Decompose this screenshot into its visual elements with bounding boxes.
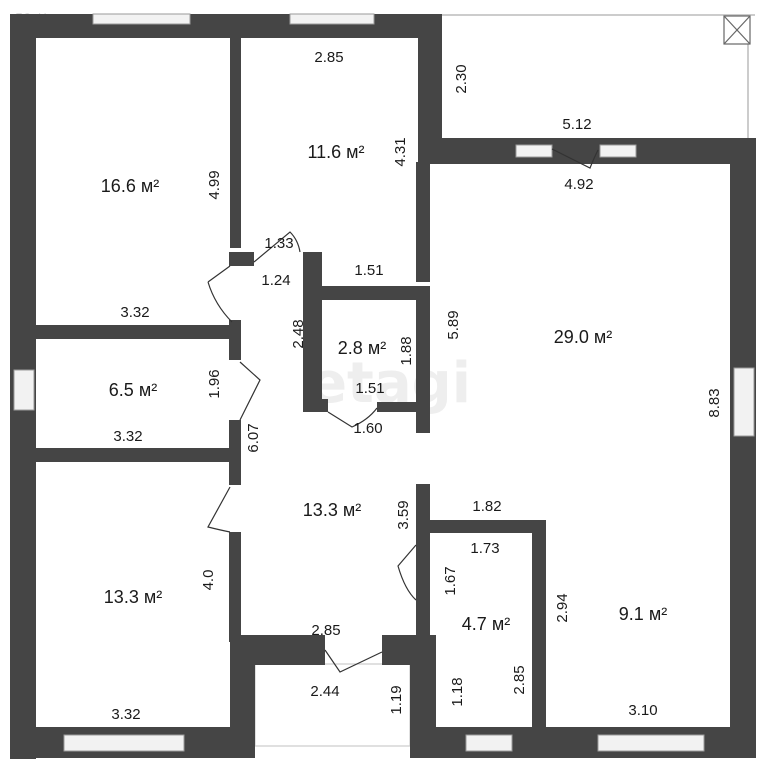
dimension-label: 2.85 (311, 622, 340, 639)
window-right (733, 367, 755, 437)
dimension-label: 2.85 (511, 665, 528, 694)
dimension-label: 1.88 (398, 336, 415, 365)
dimension-label: 2.85 (314, 49, 343, 66)
window-left (13, 369, 35, 411)
walls (10, 14, 756, 759)
door-balcony (551, 148, 599, 169)
dimension-label: 1.82 (472, 498, 501, 515)
window-bottom-left (63, 734, 185, 752)
door-entrance (324, 649, 383, 673)
windows (13, 13, 755, 752)
dimension-label: 2.48 (290, 319, 307, 348)
porch-outline (254, 663, 411, 747)
door-bathroom (397, 544, 417, 601)
balcony-outline (442, 14, 755, 138)
door-bedroom-1 (207, 265, 233, 323)
dimension-label: 1.33 (264, 235, 293, 252)
window-top-left (92, 13, 191, 25)
dimension-label: 4.99 (206, 170, 223, 199)
dimension-label: 3.32 (113, 428, 142, 445)
dimension-label: 1.60 (353, 420, 382, 437)
dimension-label: 4.92 (564, 176, 593, 193)
dimension-label: 5.12 (562, 116, 591, 133)
window-balcony-right (599, 144, 637, 158)
dimension-label: 1.51 (355, 380, 384, 397)
dimension-label: 3.32 (120, 304, 149, 321)
dimension-label: 5.89 (445, 310, 462, 339)
room-area-label: 13.3 м² (104, 587, 162, 607)
dimension-label: 2.30 (453, 64, 470, 93)
door-small-room (239, 361, 261, 421)
dimension-label: 2.94 (554, 593, 571, 622)
door-closet (327, 407, 378, 428)
dimension-label: 1.51 (354, 262, 383, 279)
door-bedroom-3 (207, 486, 231, 533)
dimension-label: 1.96 (206, 369, 223, 398)
doors (207, 148, 599, 673)
room-area-label: 6.5 м² (109, 380, 157, 400)
window-balcony-left (515, 144, 553, 158)
room-area-label: 29.0 м² (554, 327, 612, 347)
dimension-label: 3.59 (395, 500, 412, 529)
dimension-label: 2.44 (310, 683, 339, 700)
dimension-label: 6.07 (245, 423, 262, 452)
dimension-label: 3.10 (628, 702, 657, 719)
window-top-middle (289, 13, 375, 25)
window-bottom-right (597, 734, 705, 752)
dimension-label: 3.32 (111, 706, 140, 723)
room-area-label: 16.6 м² (101, 176, 159, 196)
room-area-label: 9.1 м² (619, 604, 667, 624)
dimension-label: 4.0 (200, 570, 217, 591)
dimension-label: 8.83 (706, 388, 723, 417)
dimension-label: 4.31 (392, 137, 409, 166)
dimension-label: 1.24 (261, 272, 290, 289)
dimension-label: 1.18 (449, 677, 466, 706)
dimension-label: 1.73 (470, 540, 499, 557)
room-area-label: 2.8 м² (338, 338, 386, 358)
window-bottom-middle (465, 734, 513, 752)
dimension-label: 1.67 (442, 566, 459, 595)
door-bedroom-2 (253, 231, 301, 263)
room-area-label: 13.3 м² (303, 500, 361, 520)
dimension-label: 1.19 (388, 685, 405, 714)
room-area-label: 4.7 м² (462, 614, 510, 634)
room-area-label: 11.6 м² (307, 142, 364, 162)
